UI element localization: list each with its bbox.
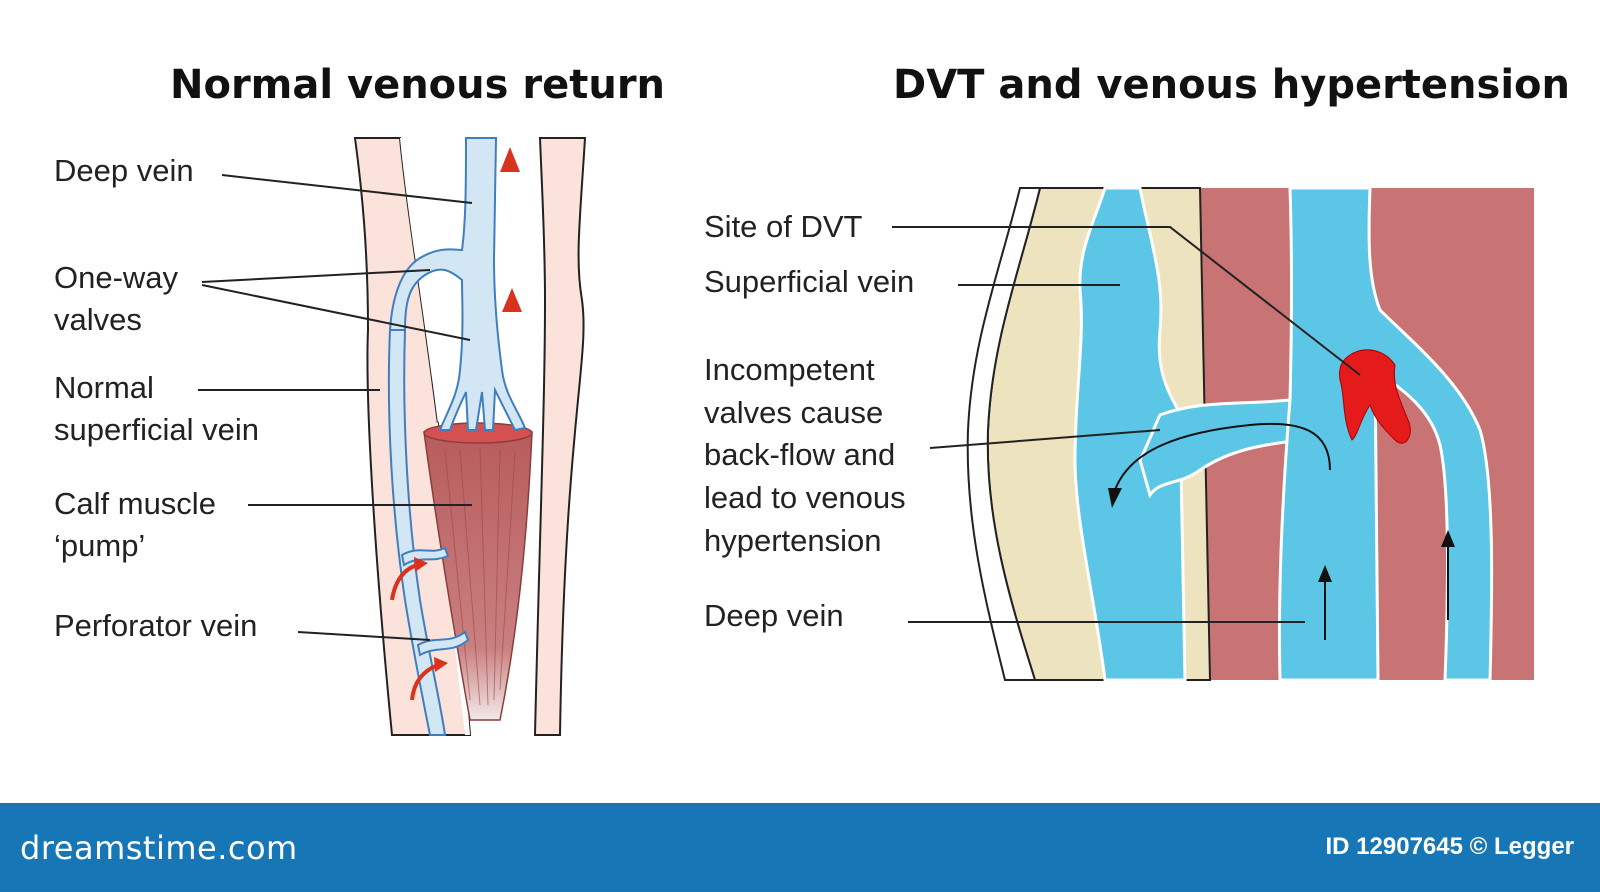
right-leader-lines	[892, 226, 1361, 623]
label-calf-muscle-pump-line1: Calf muscle	[54, 486, 216, 521]
label-incompetent-line5: hypertension	[704, 523, 882, 558]
label-incompetent-line4: lead to venous	[704, 480, 906, 515]
right-illustration	[966, 186, 1534, 682]
label-superficial-vein-right: Superficial vein	[704, 264, 914, 299]
left-panel-title: Normal venous return	[170, 62, 665, 108]
image-credit: ID 12907645 © Legger	[1325, 833, 1574, 860]
label-deep-vein-left: Deep vein	[54, 153, 194, 188]
label-incompetent-line2: valves cause	[704, 395, 883, 430]
perforator-vein-upper	[400, 546, 450, 567]
right-panel-title: DVT and venous hypertension	[893, 62, 1570, 108]
label-one-way-valves-line1: One-way	[54, 260, 179, 295]
footer-bar: dreamstime.com ID 12907645 © Legger	[0, 803, 1600, 892]
superficial-vein-shape	[387, 329, 447, 736]
label-incompetent-line3: back-flow and	[704, 437, 895, 472]
flow-arrows-black	[1108, 422, 1455, 640]
flow-arrows-red	[390, 147, 522, 701]
superficial-vein-dvt	[1073, 186, 1187, 682]
left-illustration	[353, 137, 587, 736]
label-deep-vein-right: Deep vein	[704, 598, 844, 633]
label-normal-superficial-vein-line2: superficial vein	[54, 412, 259, 447]
label-one-way-valves-line2: valves	[54, 302, 142, 337]
label-perforator-vein: Perforator vein	[54, 608, 257, 643]
label-normal-superficial-vein-line1: Normal	[54, 370, 154, 405]
deep-vein-shape	[388, 137, 527, 432]
brand-logo-text[interactable]: dreamstime.com	[20, 829, 298, 867]
perforator-vein-lower	[416, 630, 470, 657]
left-leader-lines	[198, 174, 473, 641]
label-site-of-dvt: Site of DVT	[704, 209, 863, 244]
leg-tissue-right	[533, 137, 587, 736]
label-incompetent-line1: Incompetent	[704, 352, 875, 387]
skin-edge	[966, 187, 1042, 681]
label-calf-muscle-pump-line2: ‘pump’	[54, 528, 145, 563]
